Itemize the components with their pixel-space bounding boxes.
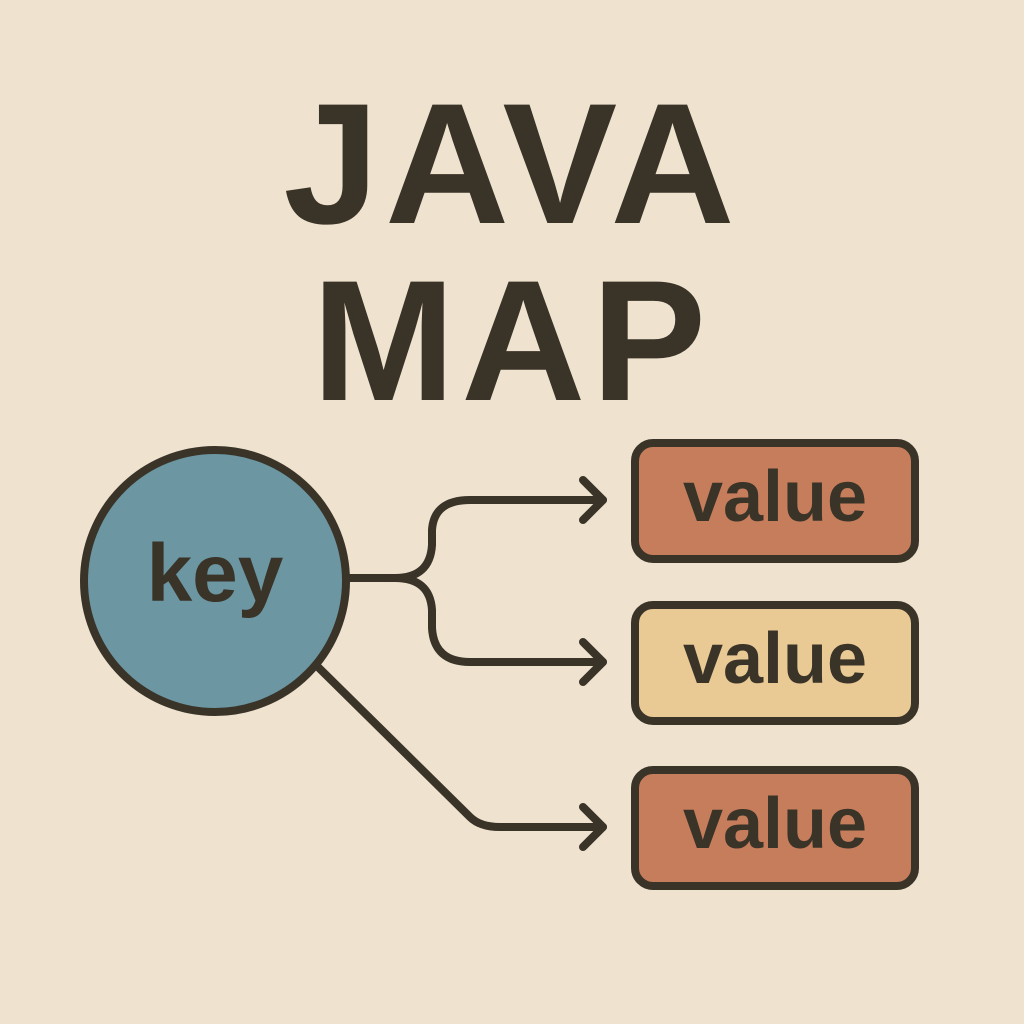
connector-top — [346, 496, 607, 582]
connector-middle — [391, 574, 607, 666]
title-line-java: JAVA — [283, 68, 741, 260]
arrowhead-middle-icon — [579, 638, 607, 686]
connector-bottom — [314, 663, 607, 831]
value-box-2: value — [631, 601, 919, 725]
value-box-1: value — [631, 439, 919, 563]
arrowhead-bottom-icon — [579, 803, 607, 851]
key-node — [80, 446, 350, 716]
key-label: key — [146, 528, 284, 619]
title-line-map: MAP — [311, 245, 713, 437]
value-box-3: value — [631, 766, 919, 890]
arrowhead-top-icon — [579, 476, 607, 524]
